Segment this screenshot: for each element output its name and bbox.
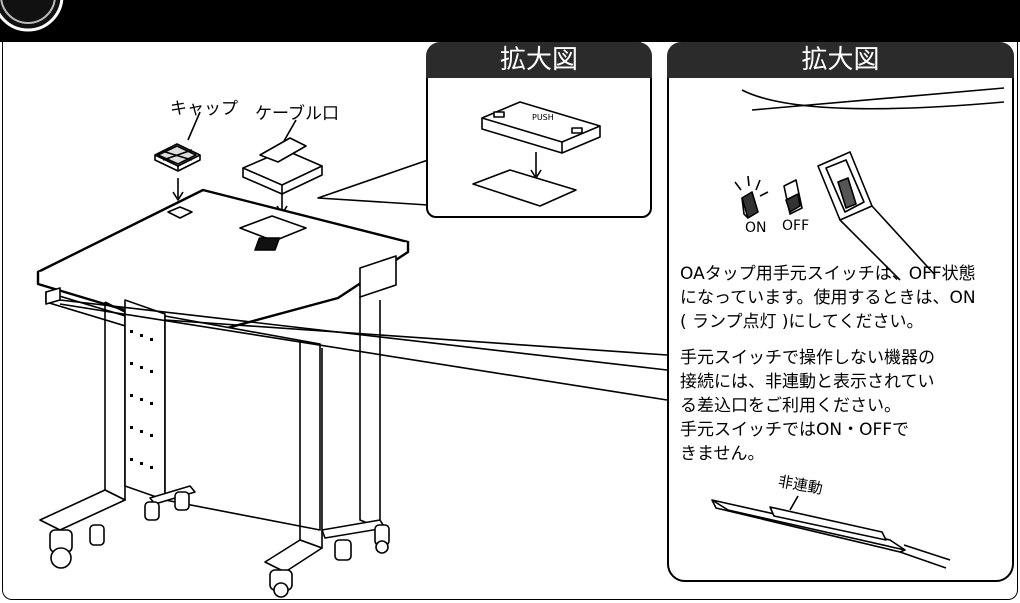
- cap-icon: [154, 143, 201, 172]
- zoom-title-left: 拡大図: [426, 42, 652, 78]
- off-label: OFF: [782, 218, 810, 234]
- cable-port-label: ケーブル口: [255, 104, 339, 124]
- logo-circle-icon: [0, 0, 64, 32]
- caster-icon: [49, 491, 390, 598]
- off-switch-icon: [783, 179, 803, 215]
- header-bar: [0, 0, 1020, 42]
- outlet-note: 手元スイッチで操作しない機器の 接続には、非連動と表示されてい る差込口をご利用…: [680, 348, 935, 464]
- cap-label: キャップ: [170, 99, 238, 119]
- power-strip-icon: [711, 499, 951, 569]
- push-label: PUSH: [532, 113, 554, 122]
- content-frame: [2, 42, 1018, 600]
- zoom-title-right: 拡大図: [667, 42, 1014, 78]
- cable-port-icon: [242, 137, 323, 195]
- on-label: ON: [745, 220, 767, 236]
- switch-note: OAタップ用手元スイッチは、OFF状態 になっています。使用するときは、ON (…: [680, 264, 976, 332]
- on-switch-icon: [734, 175, 769, 219]
